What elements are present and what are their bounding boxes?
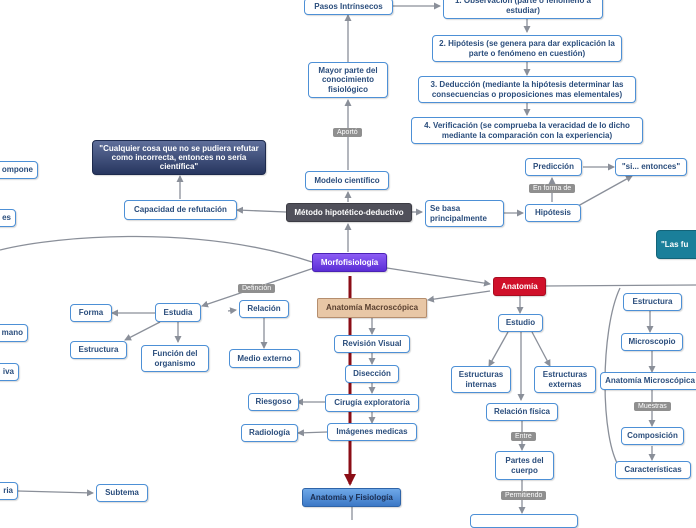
hipotesis-step-node[interactable]: 2. Hipótesis (se genera para dar explica…	[432, 35, 622, 62]
aporto-connector-label: Aportó	[333, 128, 362, 137]
riesgoso-node[interactable]: Riesgoso	[248, 393, 299, 411]
subtema-node[interactable]: Subtema	[96, 484, 148, 502]
estructura-right-node[interactable]: Estructura	[623, 293, 682, 311]
estudio-node[interactable]: Estudio	[498, 314, 543, 332]
anatomia-fisiologia-node[interactable]: Anatomía y Fisiología	[302, 488, 401, 507]
popper-quote-node[interactable]: "Cualquier cosa que no se pudiera refuta…	[92, 140, 266, 175]
estructura-left-node[interactable]: Estructura	[70, 341, 127, 359]
deduccion-node[interactable]: 3. Deducción (mediante la hipótesis dete…	[418, 76, 636, 103]
left-ria-node[interactable]: ria	[0, 482, 18, 500]
las-fu-node[interactable]: "Las fu	[656, 230, 696, 259]
metodo-hipotetico-deductivo-node[interactable]: Método hipotético-deductivo	[286, 203, 412, 222]
pasos-intrinsecos-node[interactable]: Pasos Intrínsecos	[304, 0, 393, 15]
left-es-node[interactable]: es	[0, 209, 16, 227]
en-forma-de-connector-label: En forma de	[529, 184, 576, 193]
muestras-connector-label: Muestras	[634, 402, 671, 411]
modelo-cientifico-node[interactable]: Modelo científico	[305, 171, 389, 190]
permitiendo-connector-label: Permitiendo	[501, 491, 547, 500]
entre-connector-label: Entre	[511, 432, 536, 441]
forma-node[interactable]: Forma	[70, 304, 112, 322]
left-iva-node[interactable]: iva	[0, 363, 19, 381]
estudia-node[interactable]: Estudia	[155, 303, 201, 322]
observacion-node[interactable]: 1. Observación (parte o fenómeno a estud…	[443, 0, 603, 19]
cirugia-exploratoria-node[interactable]: Cirugía exploratoria	[325, 394, 419, 412]
verificacion-node[interactable]: 4. Verificación (se comprueba la veracid…	[411, 117, 643, 144]
capacidad-refutacion-node[interactable]: Capacidad de refutación	[124, 200, 237, 220]
bottom-cutoff-node[interactable]	[470, 514, 578, 528]
revision-visual-node[interactable]: Revisión Visual	[334, 335, 410, 353]
funcion-organismo-node[interactable]: Función del organismo	[141, 345, 209, 372]
composicion-node[interactable]: Composición	[621, 427, 684, 445]
anatomia-node[interactable]: Anatomía	[493, 277, 546, 296]
medio-externo-node[interactable]: Medio externo	[229, 349, 300, 368]
mayor-parte-node[interactable]: Mayor parte del conocimiento fisiológico	[308, 62, 388, 98]
estructuras-externas-node[interactable]: Estructuras externas	[534, 366, 596, 393]
anatomia-macroscopica-node[interactable]: Anatomía Macroscópica	[317, 298, 427, 318]
hipotesis-node[interactable]: Hipótesis	[525, 204, 581, 222]
anatomia-microscopica-node[interactable]: Anatomía Microscópica	[600, 372, 696, 390]
diseccion-node[interactable]: Disección	[345, 365, 399, 383]
microscopio-node[interactable]: Microscopio	[621, 333, 683, 351]
imagenes-medicas-node[interactable]: Imágenes medicas	[327, 423, 417, 441]
radiologia-node[interactable]: Radiología	[241, 424, 298, 442]
caracteristicas-node[interactable]: Características	[615, 461, 691, 479]
estructuras-internas-node[interactable]: Estructuras internas	[451, 366, 511, 393]
morfofisiologia-node[interactable]: Morfofisiología	[312, 253, 387, 272]
left-mano-node[interactable]: mano	[0, 324, 28, 342]
si-entonces-node[interactable]: "si... entonces"	[615, 158, 687, 176]
left-ompone-node[interactable]: ompone	[0, 161, 38, 179]
relacion-fisica-node[interactable]: Relación física	[486, 403, 558, 421]
prediccion-node[interactable]: Predicción	[525, 158, 582, 176]
partes-cuerpo-node[interactable]: Partes del cuerpo	[495, 451, 554, 480]
relacion-node[interactable]: Relación	[239, 300, 289, 318]
definicion-connector-label: Definción	[238, 284, 276, 293]
se-basa-node[interactable]: Se basa principalmente	[425, 200, 504, 227]
